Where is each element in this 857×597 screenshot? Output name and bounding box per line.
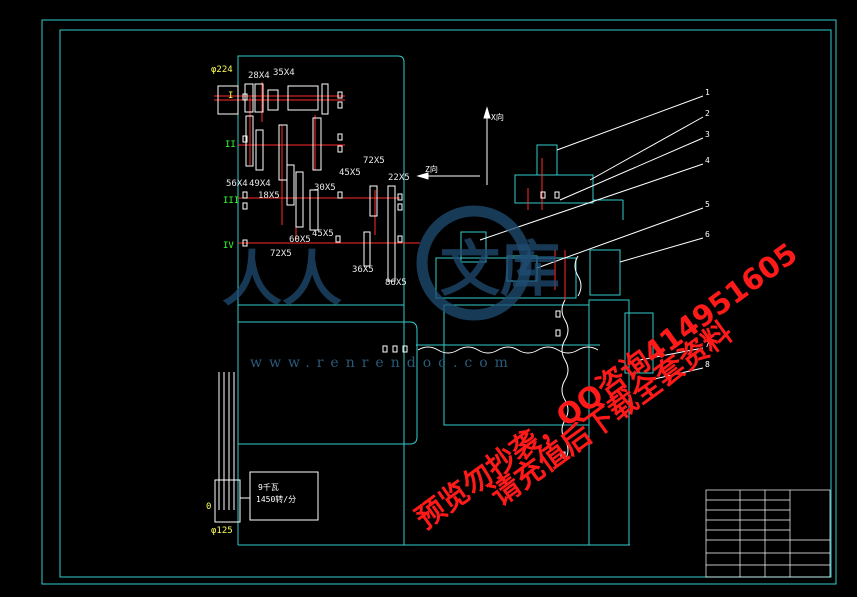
- label-49x4: 49X4: [249, 179, 271, 189]
- label-30x5: 30X5: [314, 183, 336, 193]
- label-18x5: 18X5: [258, 191, 280, 201]
- watermark-site: www.renrendoc.com: [250, 355, 515, 371]
- callout-2: 2: [705, 109, 710, 118]
- label-60x5: 60X5: [289, 235, 311, 245]
- label-phi224: φ224: [211, 65, 233, 75]
- motor-assembly: [214, 372, 319, 523]
- label-36x5: 36X5: [352, 265, 374, 275]
- watermark-line-2: 请充值后下载全套资料: [484, 315, 739, 513]
- gears: [217, 83, 396, 282]
- callout-5: 5: [705, 200, 710, 209]
- callout-1: 1: [705, 88, 710, 97]
- watermark-logo-circle: [416, 205, 532, 321]
- label-45x5-a: 45X5: [339, 168, 361, 178]
- callout-8: 8: [705, 360, 710, 369]
- callout-6: 6: [705, 230, 710, 239]
- label-phi125: φ125: [211, 526, 233, 536]
- callout-numbers: 1 2 3 4 5 6 7 8: [705, 88, 710, 369]
- label-35x4: 35X4: [273, 68, 295, 78]
- outer-frame: [41, 19, 837, 585]
- label-56x4: 56X4: [226, 179, 248, 189]
- lead-screw: [417, 346, 599, 354]
- watermark-logo-left: 人人: [222, 245, 342, 315]
- shafts: [214, 82, 566, 300]
- label-x-direction: X向: [491, 112, 504, 122]
- shaft-label-iv: IV: [223, 241, 234, 251]
- direction-arrows: [416, 106, 491, 185]
- label-z-direction: Z向: [425, 164, 438, 174]
- label-86x5: 86X5: [385, 278, 407, 288]
- shaft-label-i: I: [228, 91, 233, 101]
- label-72x5-b: 72X5: [270, 249, 292, 259]
- headstock: [237, 55, 630, 546]
- shaft-label-iii: III: [223, 196, 239, 206]
- label-zero: 0: [206, 502, 211, 512]
- label-45x5-b: 45X5: [312, 229, 334, 239]
- shaft-label-ii: II: [225, 140, 236, 150]
- callout-4: 4: [705, 156, 710, 165]
- callout-3: 3: [705, 130, 710, 139]
- motor-power-label: 9千瓦: [258, 482, 279, 492]
- title-block: [705, 489, 831, 578]
- label-22x5: 22X5: [388, 173, 410, 183]
- watermark-logo-right: 文库: [440, 235, 560, 305]
- callout-7: 7: [705, 340, 710, 349]
- vertical-screw-2: [574, 255, 582, 297]
- label-28x4: 28X4: [248, 71, 270, 81]
- vertical-screw: [561, 299, 569, 461]
- inner-frame: [59, 29, 832, 578]
- bearings: [242, 91, 566, 459]
- motor-speed-label: 1450转/分: [256, 494, 296, 504]
- label-72x5-a: 72X5: [363, 156, 385, 166]
